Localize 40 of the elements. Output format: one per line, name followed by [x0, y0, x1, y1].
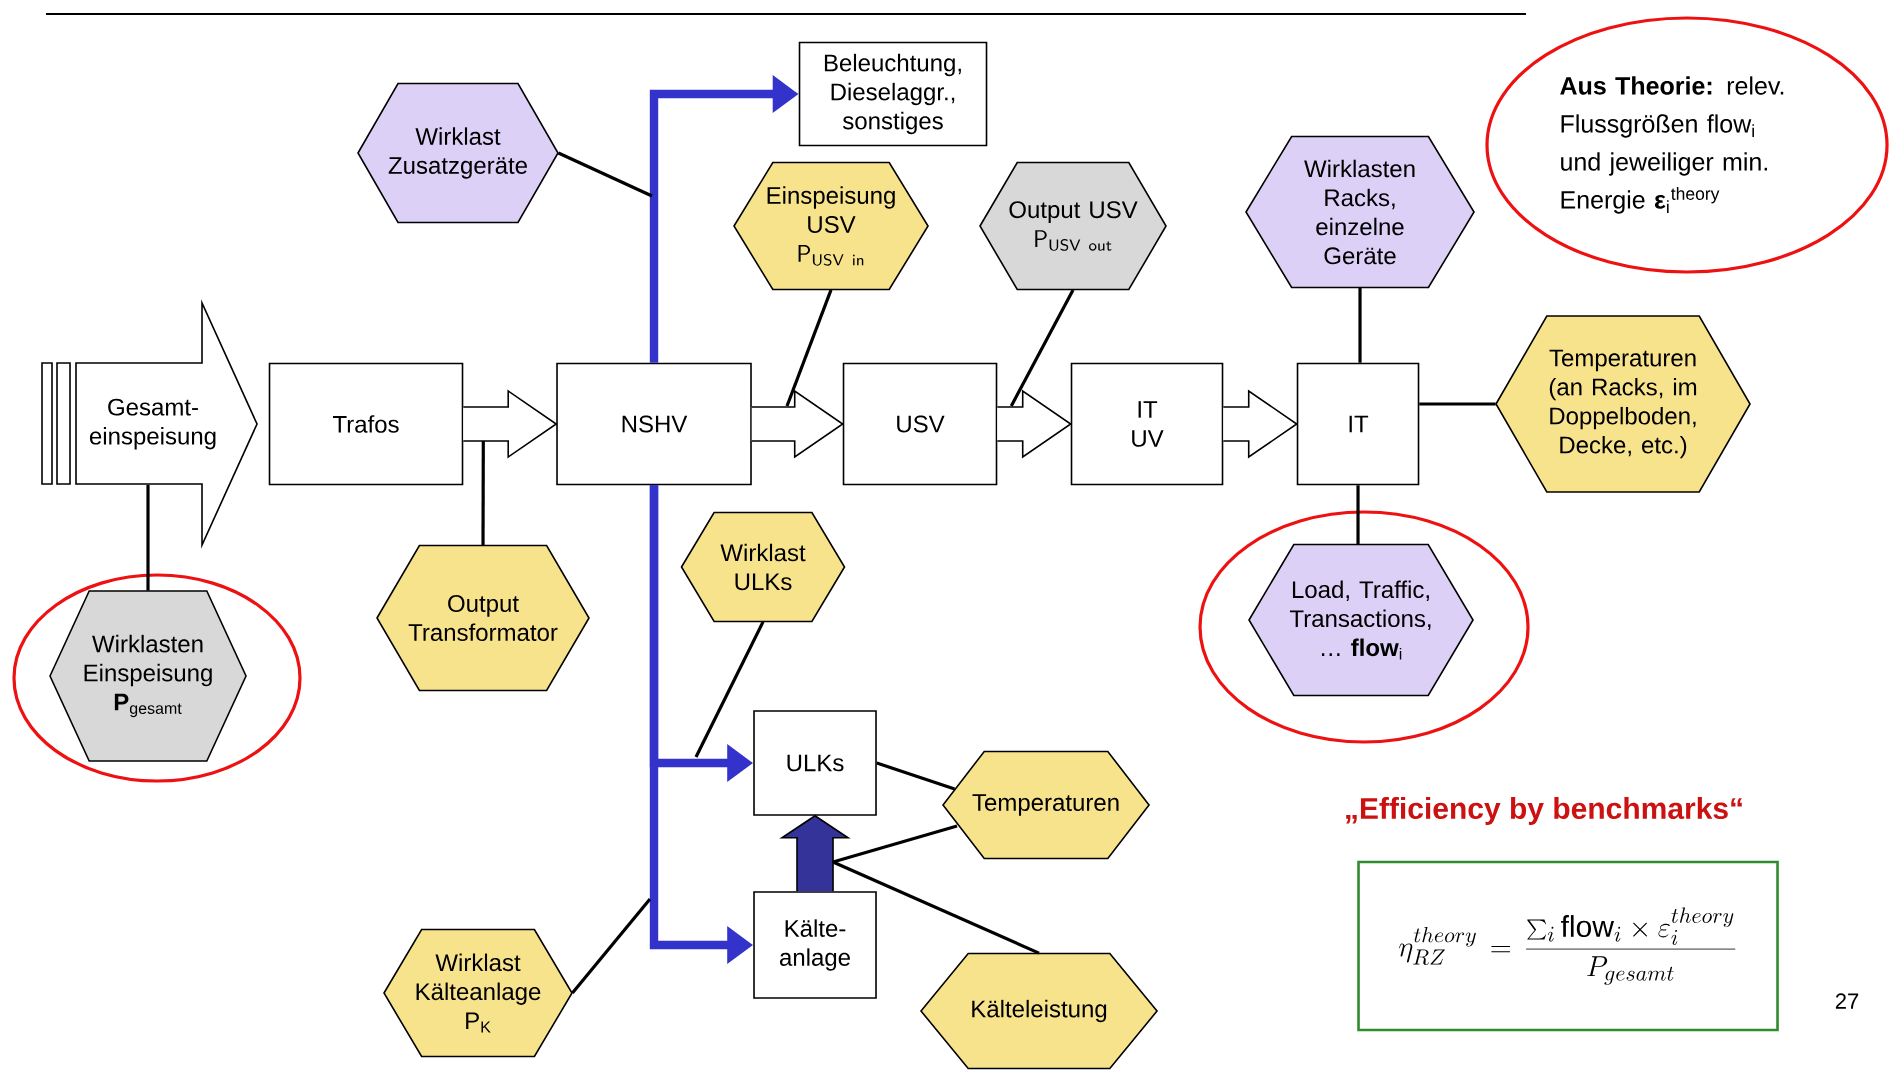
- measurement-hexagon: Wirklasten Einspeisung P$_{gesamt}$: [49, 590, 247, 762]
- block-arrow: [462, 389, 558, 459]
- measurement-hexagon: Temperaturen: [942, 750, 1150, 860]
- process-box: NSHV: [556, 362, 752, 486]
- measurement-hexagon: Wirklasten Racks, einzelne Geräte: [1245, 135, 1475, 289]
- measurement-hexagon: Wirklast Zusatzgeräte: [357, 82, 559, 224]
- block-arrow: [779, 814, 851, 892]
- process-box: Kälte- anlage: [753, 891, 877, 999]
- leader-line: [785, 289, 833, 407]
- process-box: IT: [1296, 362, 1420, 486]
- process-box: Beleuchtung, Dieselaggr., sonstiges: [798, 41, 988, 147]
- leader-line: [832, 860, 1040, 955]
- leader-line: [694, 621, 765, 758]
- page-number: 27: [1835, 993, 1859, 1009]
- process-box: IT UV: [1070, 362, 1224, 486]
- process-box: Trafos: [268, 362, 464, 486]
- leader-line: [1419, 402, 1496, 406]
- leader-line: [571, 898, 652, 995]
- formula-box: $\eta_{RZ}^{theory} = \frac{\sum_i \mathrm{flow}_i \times \varepsilon_i^{theory}}{P_{gesamt}}$: [1357, 860, 1779, 1032]
- leader-line: [876, 761, 956, 791]
- leader-line: [557, 151, 653, 198]
- leader-line: [481, 441, 485, 546]
- leader-line: [146, 484, 150, 591]
- block-arrow: [1222, 389, 1299, 459]
- leader-line: [1356, 485, 1360, 545]
- process-box: ULKs: [753, 710, 877, 816]
- leader-line: [1009, 289, 1075, 407]
- leader-line: [1358, 287, 1362, 363]
- heading-text: „Efficiency by benchmarks“: [1346, 797, 1742, 825]
- measurement-hexagon: Einspeisung USV $\mathsf{P}_{\mathsf{USV\ in}}$: [733, 161, 929, 291]
- measurement-hexagon: Output Transformator: [376, 544, 590, 692]
- measurement-hexagon: Load, Traffic, Transactions, … flow$_{i}$: [1248, 543, 1474, 697]
- measurement-hexagon: Wirklast Kälteanlage P$_{K}$: [383, 928, 573, 1058]
- process-box: USV: [842, 362, 998, 486]
- block-arrow: [751, 389, 845, 459]
- measurement-hexagon: Output USV $\mathsf{P}_{\mathsf{USV\ out}}$: [979, 161, 1167, 291]
- measurement-hexagon: Wirklast ULKs: [680, 511, 846, 623]
- block-arrow: [996, 389, 1073, 459]
- measurement-hexagon: Temperaturen (an Racks, im Doppelboden, Decke, etc.): [1495, 315, 1751, 493]
- leader-line: [832, 824, 958, 864]
